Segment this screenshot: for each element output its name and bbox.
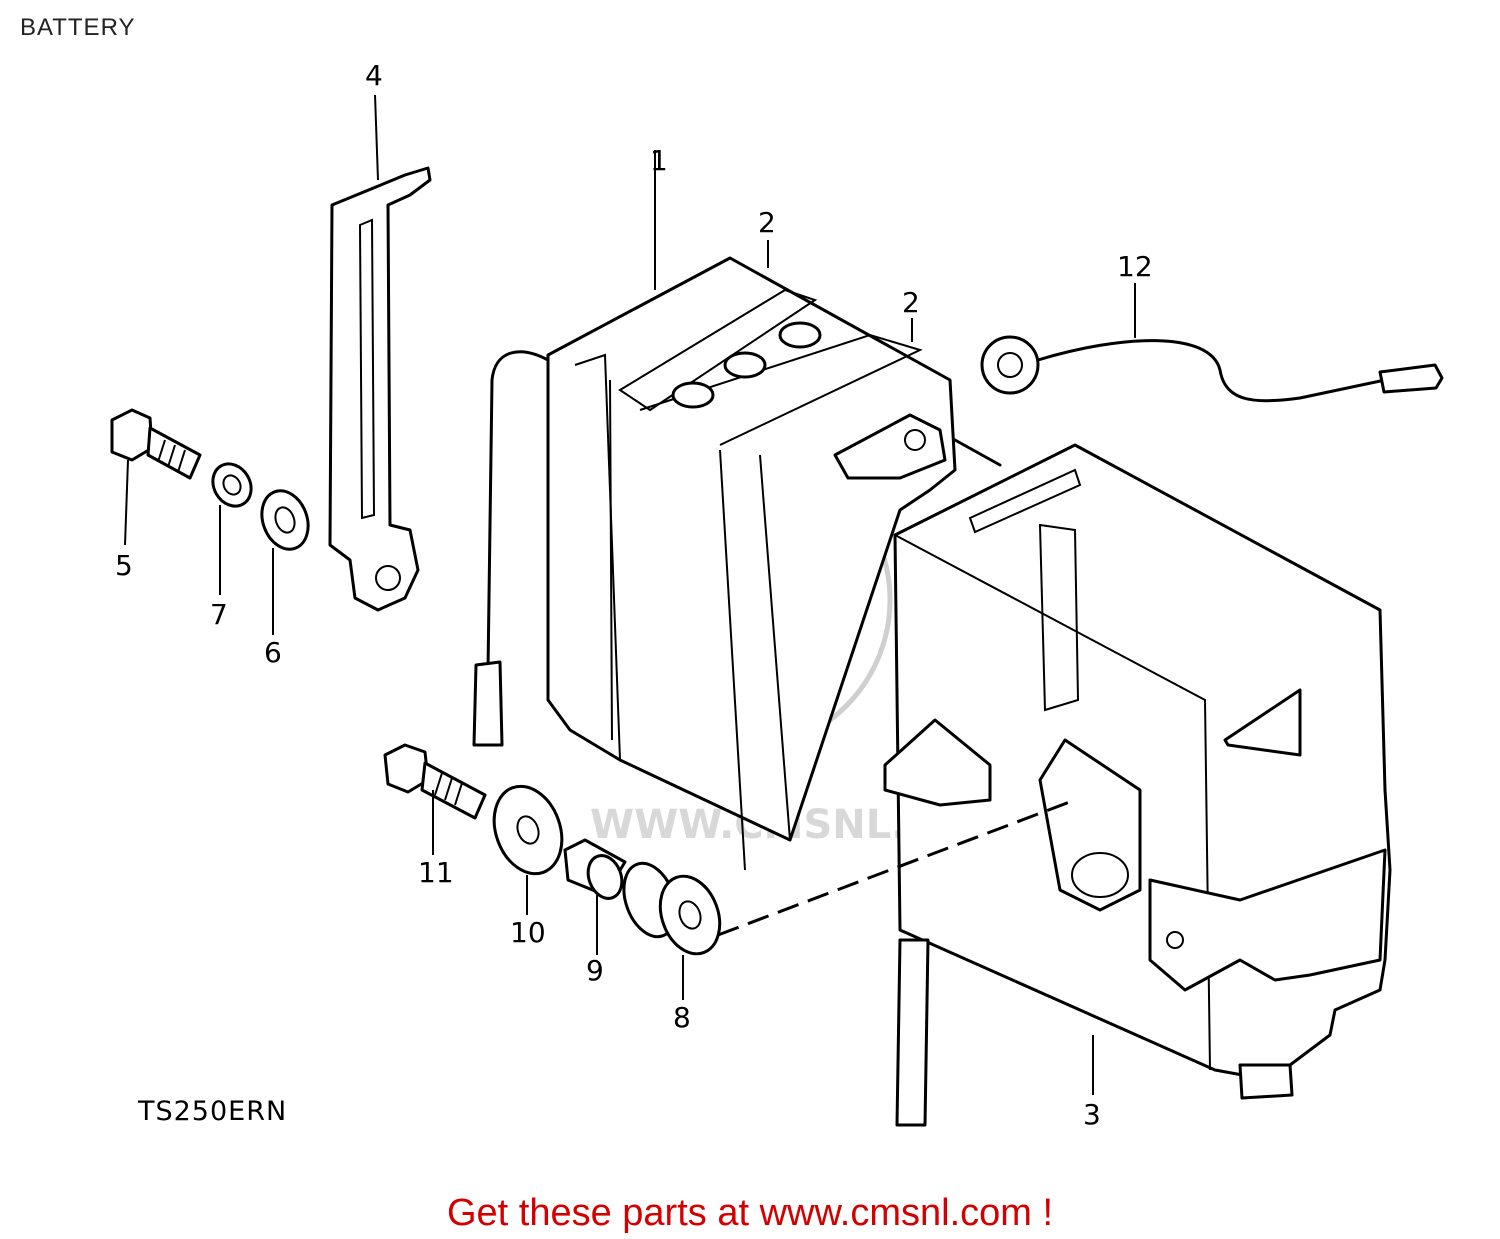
callout-10: 10	[510, 916, 546, 949]
callout-1: 1	[650, 144, 668, 177]
washer-lower	[492, 784, 564, 876]
callout-2a: 2	[758, 206, 776, 239]
callout-6: 6	[264, 636, 282, 669]
callout-2b: 2	[902, 286, 920, 319]
collar	[563, 838, 627, 900]
callout-3: 3	[1083, 1098, 1101, 1131]
parts-shop-link[interactable]: Get these parts at www.cmsnl.com !	[446, 1192, 1054, 1234]
grommet	[622, 861, 722, 956]
battery	[472, 256, 1002, 871]
callout-7: 7	[210, 598, 228, 631]
lead-wire	[980, 335, 1444, 403]
callout-5: 5	[115, 549, 133, 582]
battery-bracket	[328, 166, 432, 612]
callout-9: 9	[586, 954, 604, 987]
bolt-lower	[383, 743, 487, 820]
model-code: TS250ERN	[138, 1096, 288, 1127]
bolt-upper	[110, 408, 202, 480]
battery-case	[883, 443, 1392, 1127]
washer-upper	[260, 489, 310, 551]
callout-11: 11	[418, 856, 454, 889]
page-title: BATTERY	[20, 14, 136, 41]
callout-4: 4	[365, 59, 383, 92]
callout-12: 12	[1117, 250, 1153, 283]
lock-washer	[211, 462, 253, 508]
callout-8: 8	[673, 1001, 691, 1034]
leader-lines	[124, 94, 1136, 1095]
